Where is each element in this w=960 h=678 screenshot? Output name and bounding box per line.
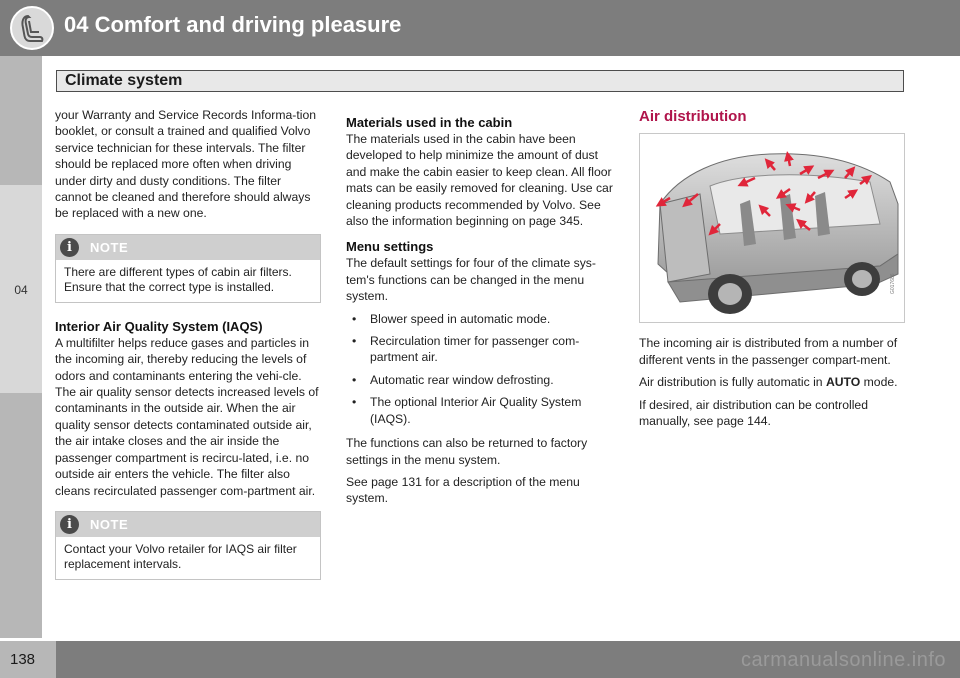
note-box-1: i NOTE There are different types of cabi… <box>55 233 321 303</box>
note-box-2: i NOTE Contact your Volvo retailer for I… <box>55 510 321 580</box>
chapter-tab-label: 04 <box>14 283 28 297</box>
air-distribution-heading: Air distribution <box>639 108 747 125</box>
note-text: Contact your Volvo retailer for IAQS air… <box>64 541 297 572</box>
page-number-box: 138 <box>0 641 56 678</box>
air-distribution-paragraph-3: If desired, air distribution can be cont… <box>639 397 868 429</box>
list-item: Automatic rear window defrosting. <box>346 372 616 389</box>
air-distribution-paragraph-2: Air distribution is fully automatic in A… <box>639 374 904 390</box>
page-number: 138 <box>10 651 36 668</box>
factory-settings-paragraph: The functions can also be returned to fa… <box>346 436 588 467</box>
text-run: mode. <box>860 375 898 390</box>
column-3: Air distribution <box>639 107 905 435</box>
menu-reference-paragraph: See page 131 for a description of the me… <box>346 474 580 506</box>
note-text: There are different types of cabin air f… <box>64 264 292 295</box>
air-distribution-paragraph-1: The incoming air is distributed from a n… <box>639 336 898 367</box>
materials-heading: Materials used in the cabin <box>346 115 513 130</box>
menu-settings-paragraph: The default settings for four of the cli… <box>346 256 596 304</box>
air-distribution-illustration: G017686 <box>639 133 905 324</box>
text-run: Air distribution is fully automatic in <box>639 375 826 390</box>
info-icon: i <box>60 514 79 534</box>
section-bar: Climate system <box>56 70 904 92</box>
iaqs-heading: Interior Air Quality System (IAQS) <box>55 318 263 334</box>
auto-keyword: AUTO <box>825 375 861 390</box>
note-label: NOTE <box>90 239 129 255</box>
chapter-header: 04 Comfort and driving pleasure <box>0 0 960 56</box>
figure-code: G017686 <box>890 274 896 295</box>
watermark: carmanualsonline.info <box>740 649 946 671</box>
page-footer: 138 carmanualsonline.info <box>0 641 960 678</box>
iaqs-paragraph: A multifilter helps reduce gases and par… <box>55 335 319 498</box>
note-header: i NOTE <box>56 234 320 260</box>
seat-icon <box>10 6 54 50</box>
note-label: NOTE <box>90 516 129 532</box>
list-item: Recirculation timer for passenger com-pa… <box>346 333 616 366</box>
car-airflow-drawing: G017686 <box>655 151 899 315</box>
menu-settings-heading: Menu settings <box>346 239 434 255</box>
column-1: your Warranty and Service Records Inform… <box>55 107 321 596</box>
section-title: Climate system <box>65 72 183 89</box>
list-item: The optional Interior Air Quality System… <box>346 394 616 427</box>
info-icon: i <box>60 237 79 257</box>
side-tab-active <box>0 185 42 393</box>
column-2: Materials used in the cabin The material… <box>346 107 616 513</box>
chapter-title: 04 Comfort and driving pleasure <box>64 12 402 37</box>
materials-paragraph: The materials used in the cabin have bee… <box>346 132 613 229</box>
note-header: i NOTE <box>56 511 320 537</box>
list-item: Blower speed in automatic mode. <box>346 311 616 328</box>
menu-settings-list: Blower speed in automatic mode. Recircul… <box>346 311 616 427</box>
filter-paragraph: your Warranty and Service Records Inform… <box>55 108 317 221</box>
